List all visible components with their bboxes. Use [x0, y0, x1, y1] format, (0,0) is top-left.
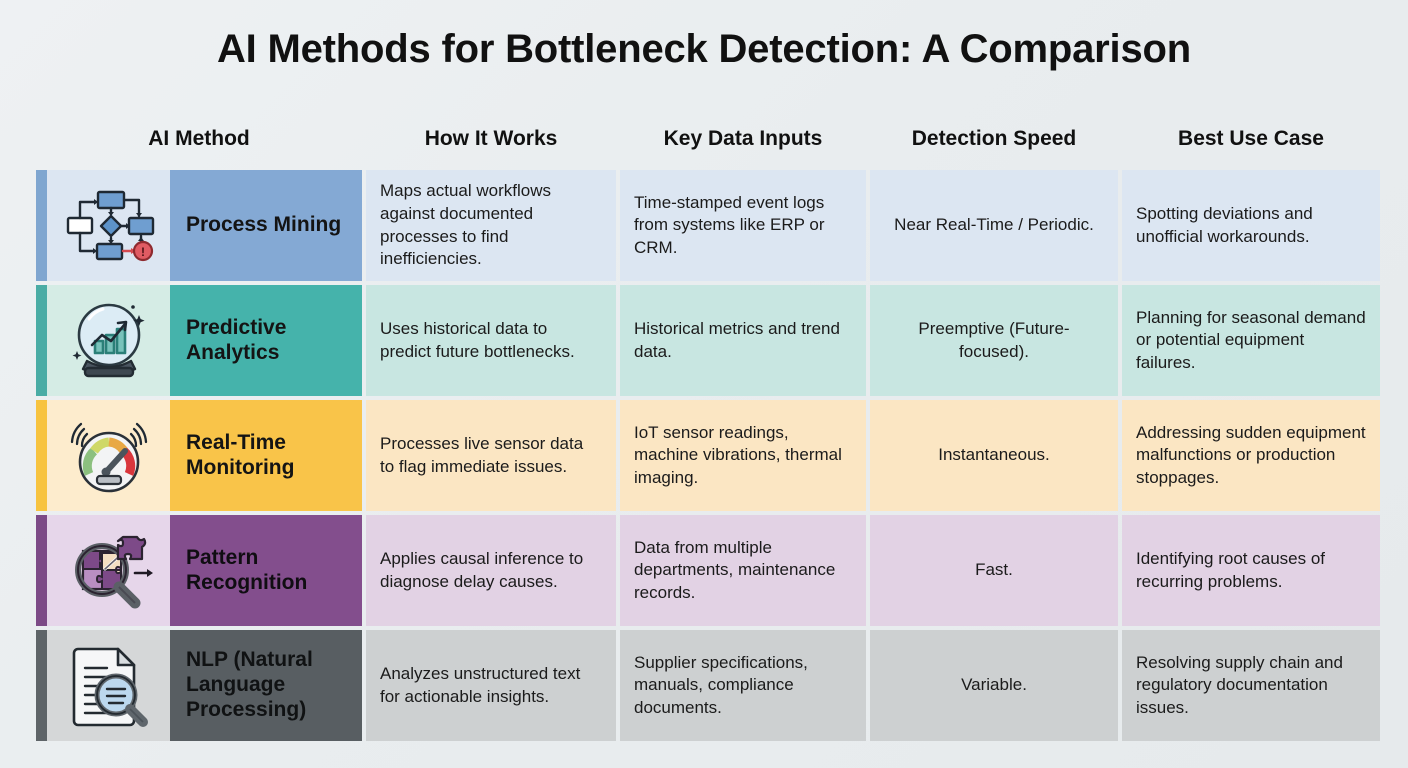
- svg-text:!: !: [141, 245, 145, 259]
- how-it-works-text: Uses historical data to predict future b…: [380, 318, 575, 361]
- how-it-works-cell: Analyzes unstructured text for actionabl…: [366, 630, 616, 741]
- key-data-inputs-cell: Supplier specifications, manuals, compli…: [620, 630, 866, 741]
- gauge-icon: [47, 400, 170, 511]
- key-data-inputs-text: Historical metrics and trend data.: [634, 318, 840, 361]
- table-row: ! Process Mining Maps actual workflows a…: [36, 170, 1380, 281]
- best-use-case-cell: Resolving supply chain and regulatory do…: [1122, 630, 1380, 741]
- method-label: Real-Time Monitoring: [170, 400, 362, 511]
- column-header-detection-speed: Detection Speed: [911, 127, 1077, 150]
- table-row: NLP (Natural Language Processing) Analyz…: [36, 630, 1380, 741]
- flowchart-icon: !: [47, 170, 170, 281]
- column-header-key-data-inputs: Key Data Inputs: [663, 127, 823, 150]
- key-data-inputs-cell: Historical metrics and trend data.: [620, 285, 866, 396]
- detection-speed-cell: Preemptive (Future-focused).: [870, 285, 1118, 396]
- best-use-case-text: Resolving supply chain and regulatory do…: [1136, 652, 1343, 717]
- method-label: Pattern Recognition: [170, 515, 362, 626]
- detection-speed-text: Preemptive (Future-focused).: [918, 318, 1070, 361]
- row-accent-bar: [36, 515, 47, 626]
- method-cell: NLP (Natural Language Processing): [36, 630, 362, 741]
- key-data-inputs-cell: Data from multiple departments, maintena…: [620, 515, 866, 626]
- key-data-inputs-text: Data from multiple departments, maintena…: [634, 537, 836, 602]
- detection-speed-cell: Fast.: [870, 515, 1118, 626]
- document-magnifier-icon: [47, 630, 170, 741]
- detection-speed-text: Variable.: [961, 675, 1027, 695]
- column-header-how-it-works: How It Works: [424, 127, 558, 150]
- column-header-best-use-case: Best Use Case: [1178, 127, 1324, 150]
- row-accent-bar: [36, 400, 47, 511]
- key-data-inputs-cell: IoT sensor readings, machine vibrations,…: [620, 400, 866, 511]
- how-it-works-text: Analyzes unstructured text for actionabl…: [380, 663, 581, 706]
- how-it-works-cell: Uses historical data to predict future b…: [366, 285, 616, 396]
- best-use-case-cell: Addressing sudden equipment malfunctions…: [1122, 400, 1380, 511]
- table-row: Predictive Analytics Uses historical dat…: [36, 285, 1380, 396]
- row-accent-bar: [36, 285, 47, 396]
- table-row: Real-Time Monitoring Processes live sens…: [36, 400, 1380, 511]
- method-label: NLP (Natural Language Processing): [170, 630, 362, 741]
- how-it-works-cell: Maps actual workflows against documented…: [366, 170, 616, 281]
- method-cell: ! Process Mining: [36, 170, 362, 281]
- how-it-works-cell: Processes live sensor data to flag immed…: [366, 400, 616, 511]
- method-label: Process Mining: [170, 170, 362, 281]
- best-use-case-cell: Spotting deviations and unofficial worka…: [1122, 170, 1380, 281]
- key-data-inputs-cell: Time-stamped event logs from systems lik…: [620, 170, 866, 281]
- best-use-case-text: Spotting deviations and unofficial worka…: [1136, 203, 1313, 246]
- row-accent-bar: [36, 170, 47, 281]
- best-use-case-text: Addressing sudden equipment malfunctions…: [1136, 422, 1366, 487]
- detection-speed-text: Near Real-Time / Periodic.: [894, 215, 1094, 235]
- key-data-inputs-text: Time-stamped event logs from systems lik…: [634, 192, 825, 257]
- table-header-row: AI Method How It Works Key Data Inputs D…: [36, 112, 1372, 166]
- detection-speed-cell: Variable.: [870, 630, 1118, 741]
- best-use-case-cell: Identifying root causes of recurring pro…: [1122, 515, 1380, 626]
- how-it-works-text: Maps actual workflows against documented…: [380, 181, 552, 269]
- detection-speed-cell: Near Real-Time / Periodic.: [870, 170, 1118, 281]
- method-cell: Real-Time Monitoring: [36, 400, 362, 511]
- page-title: AI Methods for Bottleneck Detection: A C…: [217, 27, 1191, 71]
- key-data-inputs-text: Supplier specifications, manuals, compli…: [634, 652, 808, 717]
- method-cell: Pattern Recognition: [36, 515, 362, 626]
- table-row: Pattern Recognition Applies causal infer…: [36, 515, 1380, 626]
- row-accent-bar: [36, 630, 47, 741]
- best-use-case-text: Planning for seasonal demand or potentia…: [1136, 307, 1366, 372]
- how-it-works-text: Processes live sensor data to flag immed…: [380, 433, 584, 476]
- detection-speed-text: Instantaneous.: [938, 445, 1050, 465]
- how-it-works-cell: Applies causal inference to diagnose del…: [366, 515, 616, 626]
- method-cell: Predictive Analytics: [36, 285, 362, 396]
- column-header-method: AI Method: [148, 127, 250, 150]
- method-label: Predictive Analytics: [170, 285, 362, 396]
- how-it-works-text: Applies causal inference to diagnose del…: [380, 548, 584, 591]
- detection-speed-text: Fast.: [975, 560, 1013, 580]
- best-use-case-text: Identifying root causes of recurring pro…: [1136, 548, 1326, 591]
- key-data-inputs-text: IoT sensor readings, machine vibrations,…: [634, 422, 842, 487]
- puzzle-magnifier-icon: [47, 515, 170, 626]
- crystal-ball-icon: [47, 285, 170, 396]
- comparison-table: AI Method How It Works Key Data Inputs D…: [36, 112, 1380, 745]
- best-use-case-cell: Planning for seasonal demand or potentia…: [1122, 285, 1380, 396]
- detection-speed-cell: Instantaneous.: [870, 400, 1118, 511]
